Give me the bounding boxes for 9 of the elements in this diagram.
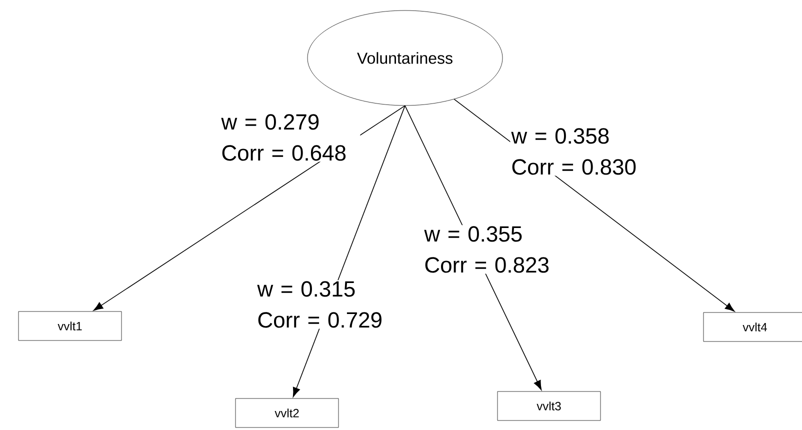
indicator-box: vvlt4 xyxy=(703,312,802,342)
indicator-box: vvlt2 xyxy=(235,398,339,428)
edge-label: w = 0.279 Corr = 0.648 xyxy=(220,113,360,162)
edge-label: w = 0.358 Corr = 0.830 xyxy=(510,127,650,176)
arrow xyxy=(93,105,406,311)
edge-label: w = 0.355 Corr = 0.823 xyxy=(423,225,564,274)
indicator-box: vvlt1 xyxy=(18,311,122,341)
indicator-box: vvlt3 xyxy=(497,391,601,421)
edge-label: w = 0.315 Corr = 0.729 xyxy=(256,280,396,329)
